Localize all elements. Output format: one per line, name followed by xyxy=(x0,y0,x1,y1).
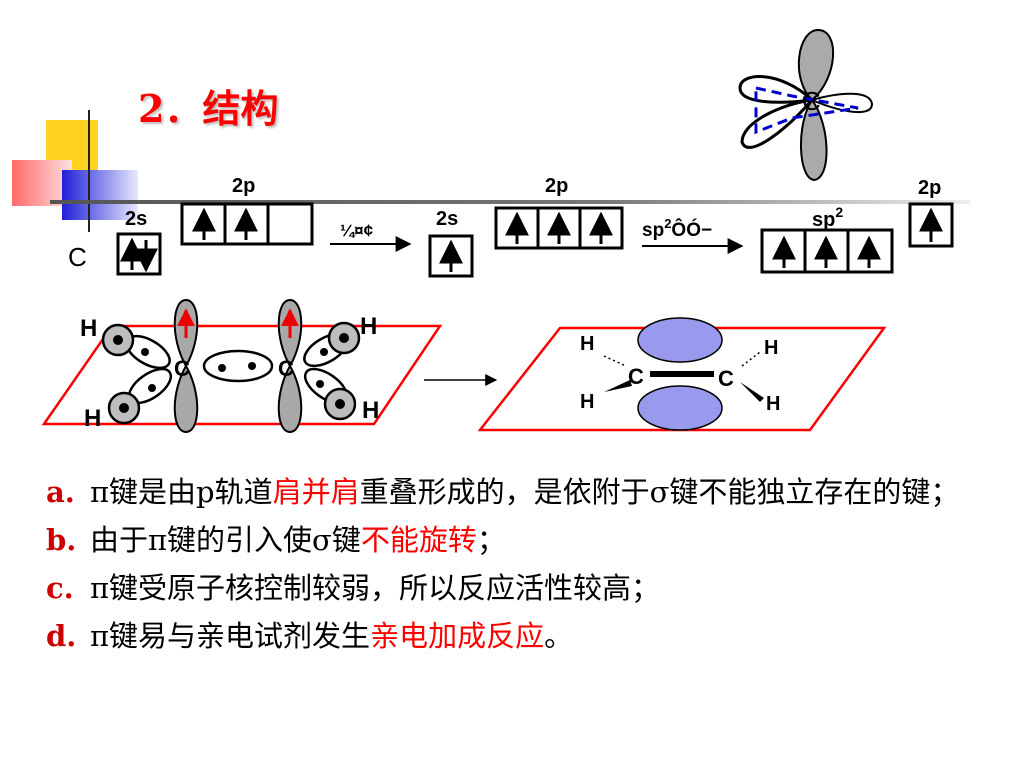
bullet-c-text-1: π键受原子核控制较弱，所以反应活性较高； xyxy=(90,571,661,605)
ground-2p-label: 2p xyxy=(232,175,255,197)
bullet-b-highlight: 不能旋转 xyxy=(360,523,477,557)
structure-diagram: C C 2s 2p ¼¤¢ 2s 2p sp2ÔÓ− sp2 xyxy=(41,28,954,434)
hybrid-2p-label: 2p xyxy=(918,177,941,199)
carbon-label: C xyxy=(68,242,87,272)
ethylene-pi-figure: C C H H H H xyxy=(477,317,887,432)
bullet-c: c. π键受原子核控制较弱，所以反应活性较高； xyxy=(46,564,986,612)
pi-lobe-bottom xyxy=(637,385,723,431)
bullet-a-text-1: π键是由p轨道 xyxy=(90,475,273,509)
bullet-list: a. π键是由p轨道肩并肩重叠形成的，是依附于σ键不能独立存在的键； b. 由于… xyxy=(46,468,986,660)
hybrid-arrow-label: sp2ÔÓ− xyxy=(642,216,712,241)
left-plane xyxy=(41,324,443,426)
bullet-b-text-1: 由于π键的引入使σ键 xyxy=(90,523,361,557)
electron-configuration: C 2s 2p ¼¤¢ 2s 2p sp2ÔÓ− sp2 2p xyxy=(68,175,954,278)
bullet-d: d. π键易与亲电试剂发生亲电加成反应。 xyxy=(46,612,986,660)
left-h3-label: H xyxy=(84,405,101,432)
bullet-d-text-1: π键易与亲电试剂发生 xyxy=(90,619,371,653)
bullet-a: a. π键是由p轨道肩并肩重叠形成的，是依附于σ键不能独立存在的键； xyxy=(46,468,986,516)
excite-arrow-label: ¼¤¢ xyxy=(340,221,374,240)
bullet-b-label: b. xyxy=(46,523,77,557)
left-h2-label: H xyxy=(360,313,377,340)
sp2-label: sp2 xyxy=(812,204,843,231)
right-h4-label: H xyxy=(766,393,780,415)
blue-square xyxy=(62,170,138,220)
decor-squares xyxy=(0,0,970,240)
right-c2-label: C xyxy=(718,366,734,391)
logo-vline xyxy=(88,110,90,232)
sp2-orbital-icon: C xyxy=(738,28,874,182)
bullet-a-label: a. xyxy=(46,475,75,509)
bullet-b-text-2: ； xyxy=(476,523,506,557)
sp2-icon-atom: C xyxy=(802,86,821,116)
left-c2-label: C xyxy=(278,356,294,381)
bullet-d-highlight: 亲电加成反应 xyxy=(370,619,545,653)
right-c1-label: C xyxy=(628,364,644,389)
bullet-c-label: c. xyxy=(46,571,74,605)
excited-2s-label: 2s xyxy=(436,208,458,230)
right-h2-label: H xyxy=(764,337,778,359)
excited-2p-label: 2p xyxy=(545,175,568,197)
ground-2s-label: 2s xyxy=(125,208,147,230)
left-h1-label: H xyxy=(80,315,97,342)
logo-hline xyxy=(50,200,970,204)
bullet-b: b. 由于π键的引入使σ键不能旋转； xyxy=(46,516,986,564)
orbital-overlap-figure: C C H H H H xyxy=(41,298,443,434)
bullet-a-highlight: 肩并肩 xyxy=(272,475,360,509)
right-h1-label: H xyxy=(580,333,594,355)
bullet-d-label: d. xyxy=(46,619,77,653)
page-title: 2．结构 xyxy=(138,86,279,131)
ground-2s-box xyxy=(116,232,162,276)
pi-lobe-top xyxy=(637,317,723,363)
right-plane xyxy=(477,326,887,432)
left-h4-label: H xyxy=(362,397,379,424)
bullet-a-text-2: 重叠形成的，是依附于σ键不能独立存在的键； xyxy=(359,475,960,509)
bullet-d-text-2: 。 xyxy=(544,619,574,653)
right-h3-label: H xyxy=(580,391,594,413)
left-c1-label: C xyxy=(174,356,190,381)
